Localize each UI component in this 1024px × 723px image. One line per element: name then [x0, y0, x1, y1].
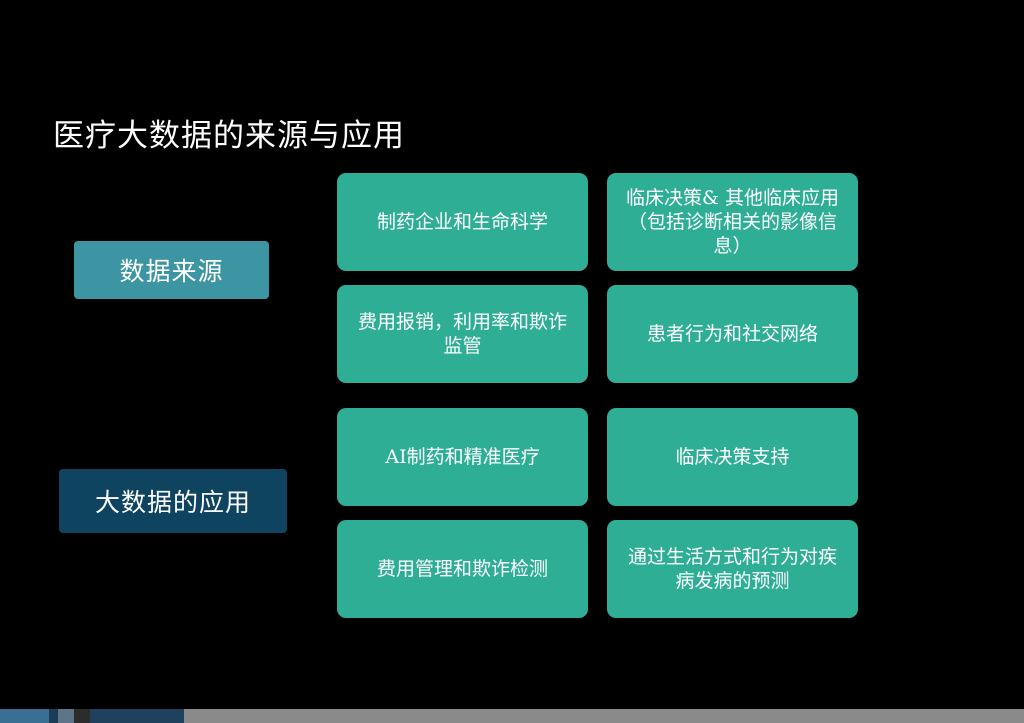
application-card-disease-prediction: 通过生活方式和行为对疾病发病的预测 [607, 520, 858, 618]
source-card-pharma: 制药企业和生命科学 [337, 173, 588, 271]
bar-segment-slate [58, 709, 74, 723]
source-card-expense: 费用报销，利用率和欺诈监管 [337, 285, 588, 383]
source-card-clinical: 临床决策& 其他临床应用（包括诊断相关的影像信息） [607, 173, 858, 271]
bar-segment-navy [49, 709, 58, 723]
application-card-clinical-support: 临床决策支持 [607, 408, 858, 506]
bottom-decoration-bar [0, 709, 1024, 723]
bar-segment-blue [0, 709, 49, 723]
big-data-application-label: 大数据的应用 [59, 469, 287, 533]
slide-title: 医疗大数据的来源与应用 [53, 118, 405, 154]
application-card-ai-pharma: AI制药和精准医疗 [337, 408, 588, 506]
application-card-fraud-detection: 费用管理和欺诈检测 [337, 520, 588, 618]
source-card-patient-behavior: 患者行为和社交网络 [607, 285, 858, 383]
data-source-label: 数据来源 [74, 241, 269, 299]
bar-segment-deep-blue [90, 709, 184, 723]
bar-segment-dark [74, 709, 90, 723]
